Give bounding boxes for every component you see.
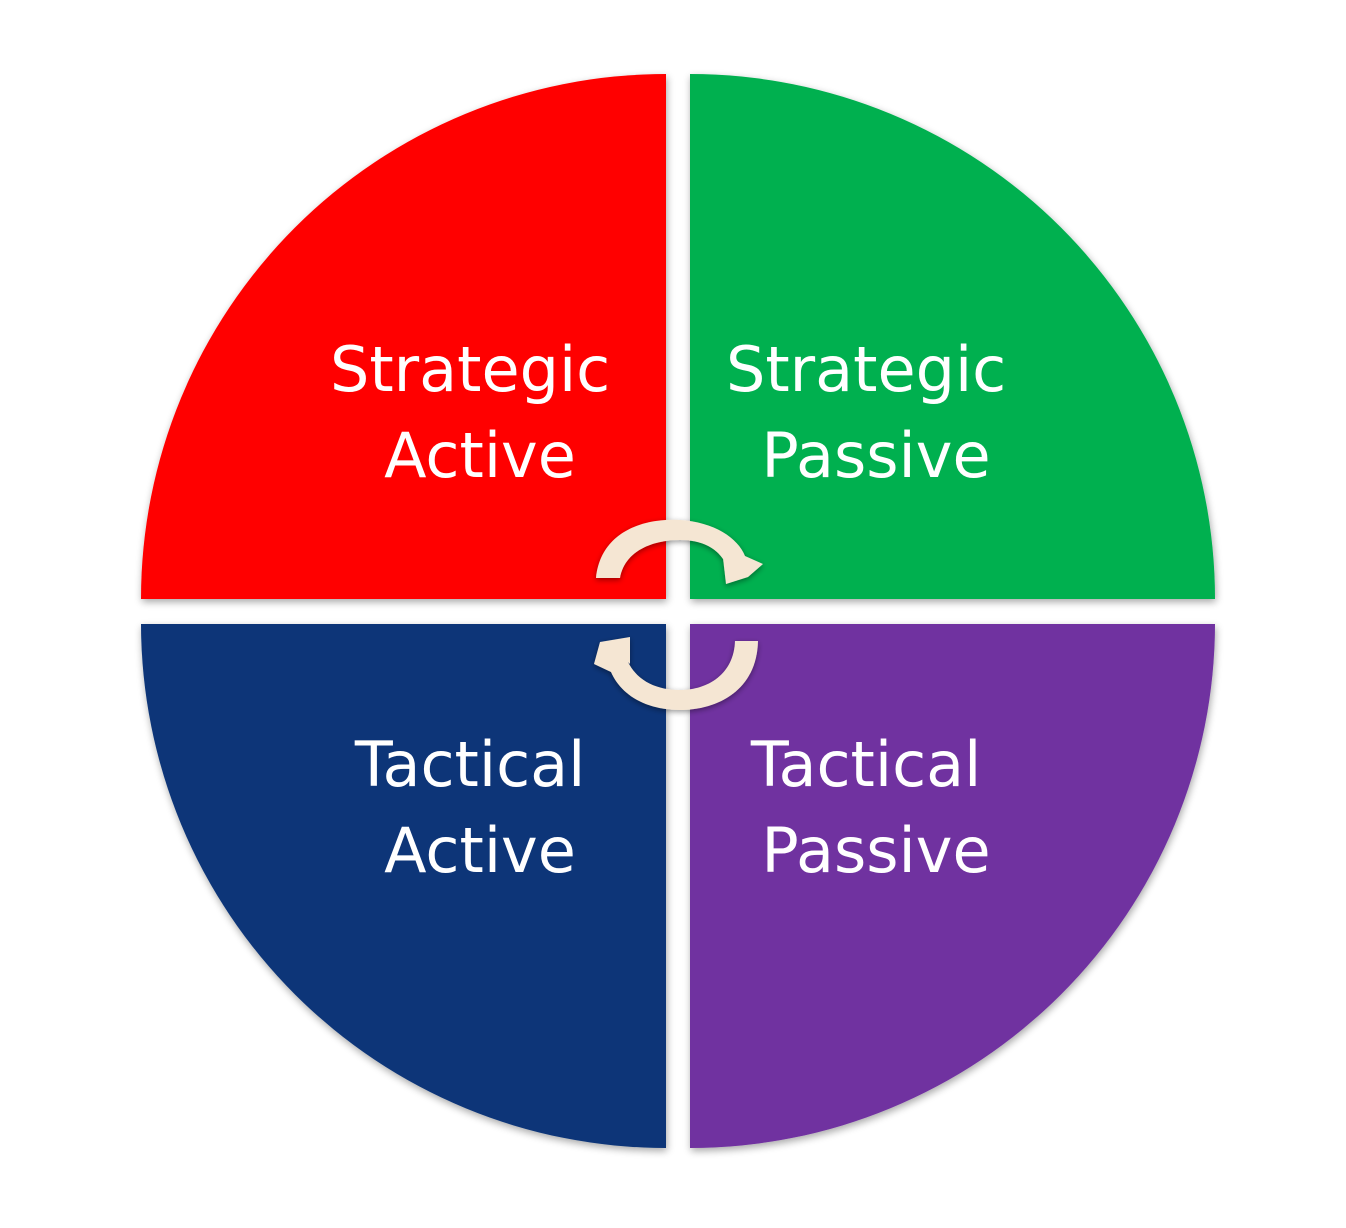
label-tactical-passive-line1: Tactical: [750, 728, 982, 801]
quadrant-strategic-active: [141, 74, 666, 599]
label-strategic-active-line2: Active: [384, 419, 576, 492]
label-tactical-active-line2: Active: [384, 814, 576, 887]
quadrant-strategic-passive: [690, 74, 1215, 599]
label-tactical-passive: Tactical Passive: [750, 728, 1001, 887]
label-strategic-active-line1: Strategic: [330, 333, 610, 406]
cycle-arrows-icon: [594, 519, 763, 710]
label-strategic-passive-line2: Passive: [761, 419, 990, 492]
cycle-arrow-bottom-icon: [594, 637, 758, 710]
label-strategic-passive: Strategic Passive: [726, 333, 1026, 492]
quadrant-tactical-active: [141, 624, 666, 1148]
label-tactical-active-line1: Tactical: [354, 728, 586, 801]
label-strategic-passive-line1: Strategic: [726, 333, 1006, 406]
cycle-arrow-top-icon: [596, 519, 763, 584]
label-tactical-passive-line2: Passive: [761, 814, 990, 887]
label-strategic-active: Strategic Active: [330, 333, 630, 492]
quadrant-tactical-passive: [690, 624, 1215, 1148]
label-tactical-active: Tactical Active: [354, 728, 605, 887]
